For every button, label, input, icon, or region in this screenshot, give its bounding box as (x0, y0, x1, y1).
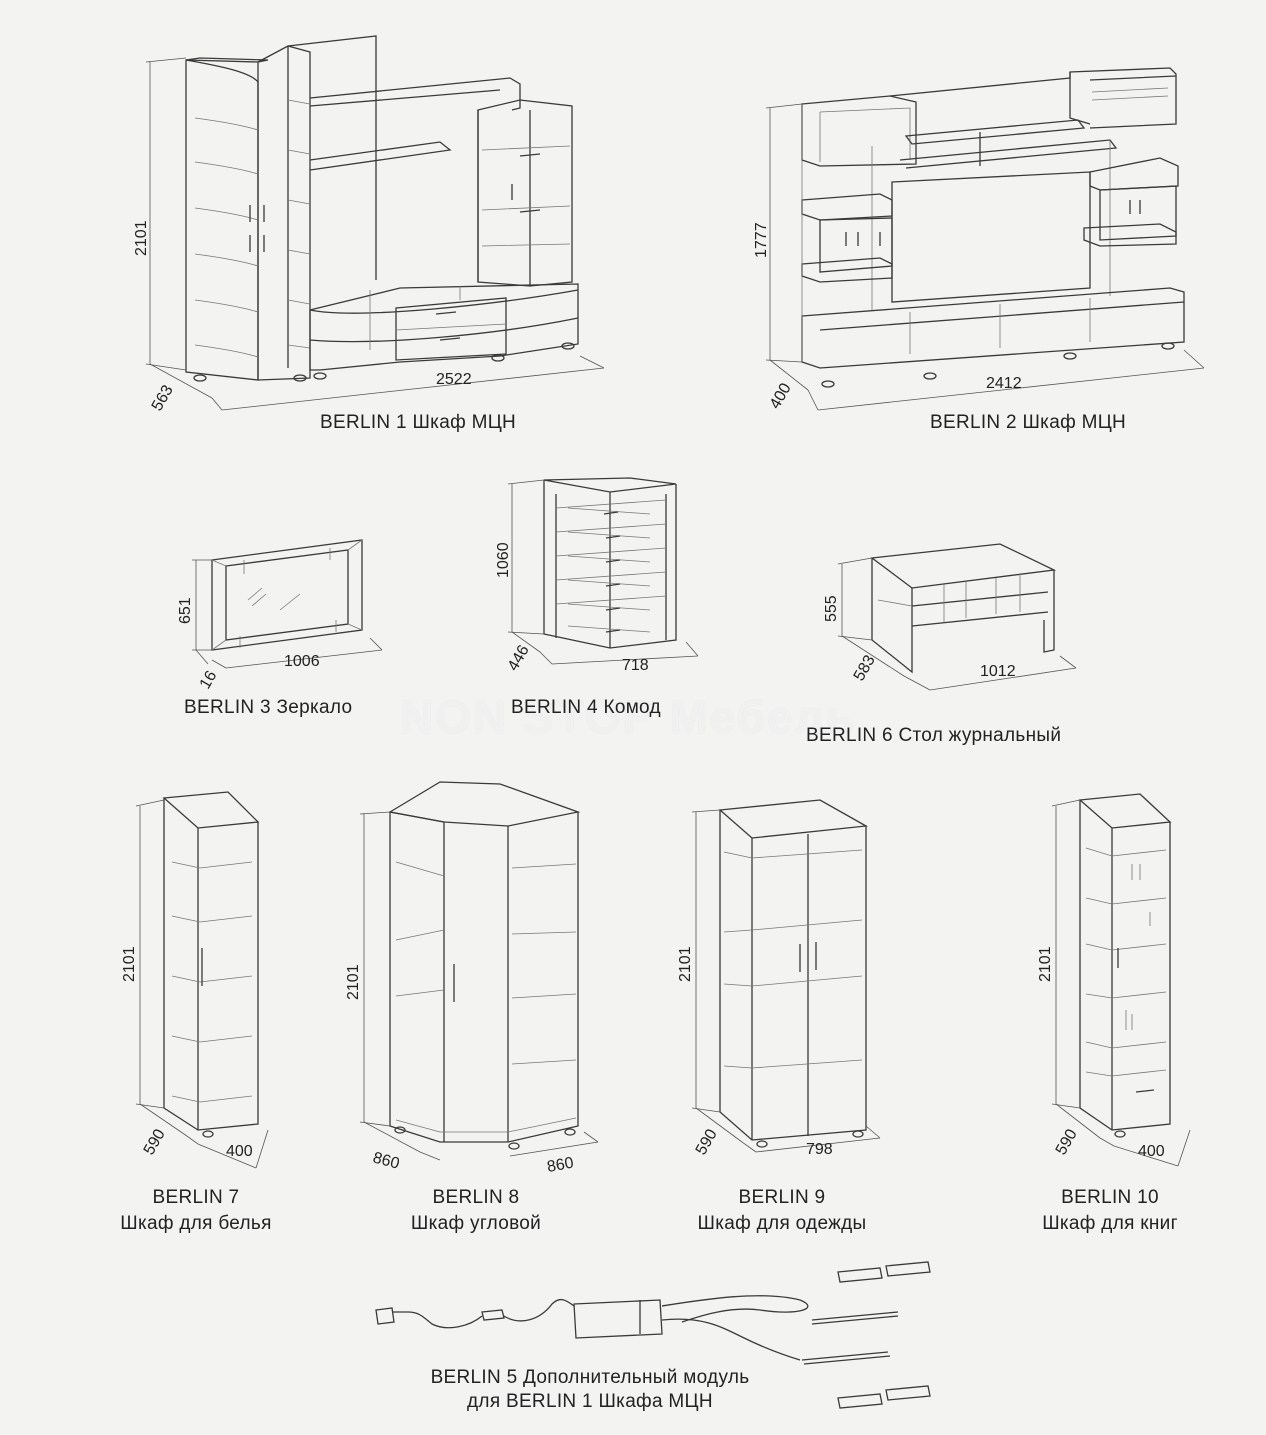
berlin8-caption: BERLIN 8 Шкаф угловой (376, 1187, 576, 1235)
berlin3-depth-dim: 16 (197, 668, 221, 692)
berlin10-drawing (1051, 793, 1191, 1167)
berlin2-depth-dim: 400 (767, 380, 795, 412)
berlin7-width-dim: 400 (226, 1143, 253, 1160)
berlin7-depth-dim: 590 (141, 1126, 169, 1158)
berlin10-depth-dim: 590 (1053, 1126, 1081, 1158)
berlin9-width-dim: 798 (806, 1141, 833, 1158)
berlin10-caption-model: BERLIN 10 (1061, 1187, 1159, 1208)
watermark: NON STOP Мебель (400, 691, 857, 743)
berlin10-width-dim: 400 (1138, 1143, 1165, 1160)
berlin3-drawing (192, 539, 383, 669)
berlin6-width-dim: 1012 (980, 663, 1016, 680)
berlin5-caption: BERLIN 5 Дополнительный модуль для BERLI… (390, 1367, 790, 1413)
berlin2-drawing (765, 67, 1205, 411)
berlin5-caption-line2: для BERLIN 1 Шкафа МЦН (467, 1391, 713, 1412)
berlin2-caption: BERLIN 2 Шкаф МЦН (930, 412, 1127, 433)
berlin2-height-dim: 1777 (753, 222, 770, 258)
berlin9-caption-type: Шкаф для одежды (697, 1213, 867, 1234)
berlin2-width-dim: 2412 (986, 375, 1022, 392)
berlin8-height-dim: 2101 (345, 964, 362, 1000)
berlin10-caption-type: Шкаф для книг (1042, 1213, 1178, 1234)
berlin8-depth-dim: 860 (371, 1149, 401, 1172)
berlin10-height-dim: 2101 (1037, 946, 1054, 982)
berlin9-depth-dim: 590 (693, 1126, 721, 1158)
berlin6-height-dim: 555 (823, 595, 840, 622)
berlin6-drawing (837, 543, 1077, 691)
berlin1-caption: BERLIN 1 Шкаф МЦН (320, 412, 517, 433)
berlin7-caption: BERLIN 7 Шкаф для белья (96, 1187, 296, 1235)
berlin3-caption: BERLIN 3 Зеркало (184, 697, 353, 718)
berlin9-caption-model: BERLIN 9 (738, 1187, 826, 1208)
berlin5-drawing (375, 1261, 931, 1409)
berlin4-caption: BERLIN 4 Комод (511, 697, 661, 718)
berlin8-caption-model: BERLIN 8 (432, 1187, 520, 1208)
berlin7-height-dim: 2101 (121, 946, 138, 982)
berlin7-caption-type: Шкаф для белья (120, 1213, 272, 1234)
berlin6-caption: BERLIN 6 Стол журнальный (806, 725, 1062, 746)
berlin7-caption-model: BERLIN 7 (152, 1187, 240, 1208)
berlin9-caption: BERLIN 9 Шкаф для одежды (672, 1187, 892, 1235)
berlin7-drawing (135, 791, 269, 1169)
berlin4-depth-dim: 446 (505, 642, 533, 674)
berlin4-height-dim: 1060 (495, 542, 512, 578)
berlin8-width-dim: 860 (546, 1155, 575, 1176)
berlin1-width-dim: 2522 (436, 371, 472, 388)
berlin8-caption-type: Шкаф угловой (410, 1213, 542, 1234)
berlin9-drawing (691, 799, 881, 1153)
berlin9-height-dim: 2101 (677, 946, 694, 982)
berlin10-caption: BERLIN 10 Шкаф для книг (1010, 1187, 1210, 1235)
berlin8-drawing (359, 781, 599, 1161)
berlin3-height-dim: 651 (177, 597, 194, 624)
berlin1-height-dim: 2101 (133, 220, 150, 256)
berlin5-caption-line1: BERLIN 5 Дополнительный модуль (430, 1367, 750, 1388)
berlin4-drawing (507, 477, 699, 665)
berlin4-width-dim: 718 (622, 657, 649, 674)
berlin1-drawing (145, 35, 605, 411)
berlin1-depth-dim: 563 (149, 382, 177, 414)
berlin3-width-dim: 1006 (284, 653, 320, 670)
